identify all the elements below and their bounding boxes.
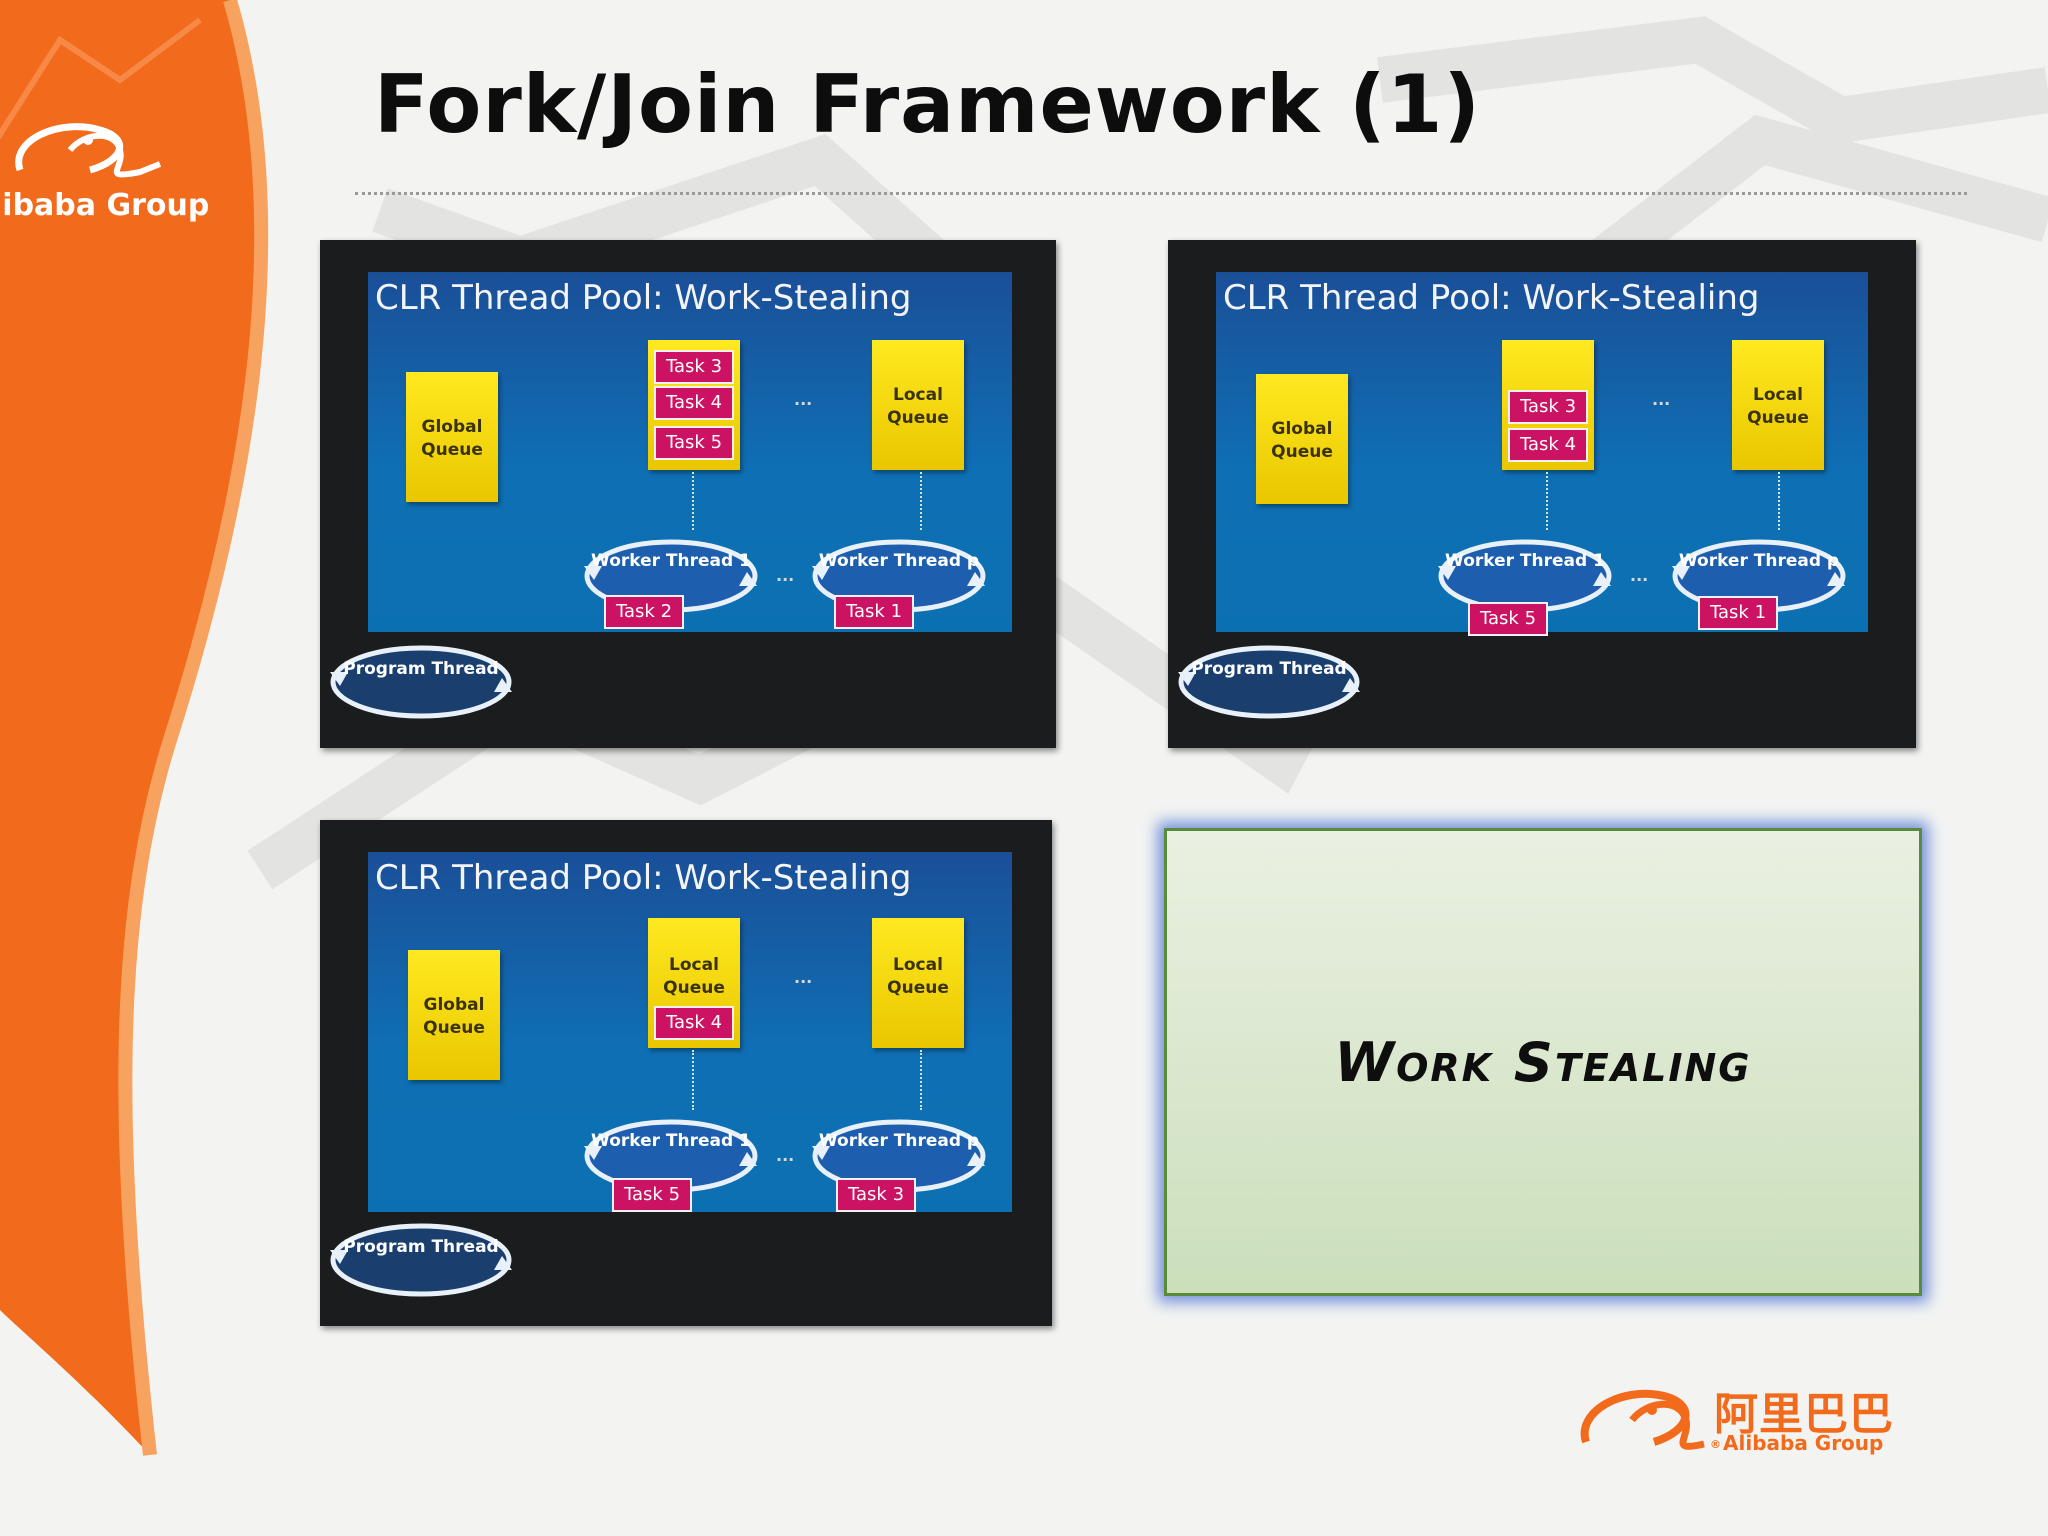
connector xyxy=(920,1050,922,1110)
brand-name: libaba Group xyxy=(0,188,210,223)
global-queue: Global Queue xyxy=(1256,374,1348,504)
connector xyxy=(692,1050,694,1110)
worker-label: Worker Thread p xyxy=(818,551,980,571)
worker-task: Task 2 xyxy=(604,595,685,629)
program-thread-label: Program Thread xyxy=(343,659,499,679)
ellipsis: ... xyxy=(1630,566,1649,585)
connector xyxy=(1546,472,1548,530)
cycle-arrow-icon xyxy=(330,1223,512,1297)
diagram-panel-3: CLR Thread Pool: Work-Stealing Global Qu… xyxy=(320,820,1052,1326)
cycle-arrow-icon xyxy=(1672,539,1846,613)
logo-english-text: ®Alibaba Group xyxy=(1710,1431,1883,1455)
worker-label: Worker Thread p xyxy=(818,1131,980,1151)
global-queue: Global Queue xyxy=(408,950,500,1080)
alibaba-logo-bottom: 阿里巴巴 ®Alibaba Group xyxy=(1572,1378,1898,1462)
program-thread: Program Thread xyxy=(326,1220,516,1300)
worker-task: Task 5 xyxy=(1468,602,1549,636)
local-queue-label: Local Queue xyxy=(887,385,949,428)
worker-thread-p: Worker Thread p xyxy=(810,1116,988,1196)
local-queue-2: Local Queue xyxy=(872,340,964,470)
worker-label: Worker Thread p xyxy=(1678,551,1840,571)
title-divider xyxy=(355,192,1967,195)
worker-thread-1: Worker Thread 1 xyxy=(582,536,760,616)
worker-task: Task 1 xyxy=(834,595,915,629)
ellipsis: ... xyxy=(794,968,813,987)
queue-task: Task 5 xyxy=(654,426,735,460)
ellipsis: ... xyxy=(776,1146,795,1165)
ellipsis: ... xyxy=(1652,390,1671,409)
connector xyxy=(692,472,694,530)
logo-chinese-text: 阿里巴巴 xyxy=(1714,1389,1894,1440)
program-thread: Program Thread xyxy=(326,642,516,722)
alibaba-smile-icon xyxy=(1580,1389,1705,1450)
worker-thread-p: Worker Thread p xyxy=(1670,536,1848,616)
logo-english-label: Alibaba Group xyxy=(1723,1431,1884,1455)
global-queue-label: Global Queue xyxy=(421,417,483,460)
local-queue-label: Local Queue xyxy=(663,955,725,998)
worker-label: Worker Thread 1 xyxy=(1445,551,1605,571)
queue-task: Task 4 xyxy=(654,386,735,420)
worker-thread-1: Worker Thread 1 xyxy=(1436,536,1614,616)
connector xyxy=(1778,472,1780,530)
panel-title: CLR Thread Pool: Work-Stealing xyxy=(375,858,912,898)
registered-mark: ® xyxy=(1710,1438,1721,1451)
queue-task: Task 4 xyxy=(654,1006,735,1040)
panel-title: CLR Thread Pool: Work-Stealing xyxy=(1223,278,1760,318)
program-thread: Program Thread xyxy=(1174,642,1364,722)
worker-task: Task 5 xyxy=(612,1178,693,1212)
diagram-panel-2: CLR Thread Pool: Work-Stealing Global Qu… xyxy=(1168,240,1916,748)
slide-title: Fork/Join Framework (1) xyxy=(374,58,1481,151)
ellipsis: ... xyxy=(794,390,813,409)
ellipsis: ... xyxy=(776,566,795,585)
queue-task: Task 3 xyxy=(654,350,735,384)
global-queue: Global Queue xyxy=(406,372,498,502)
local-queue-label: Local Queue xyxy=(1747,385,1809,428)
diagram-panel-1: CLR Thread Pool: Work-Stealing Global Qu… xyxy=(320,240,1056,748)
cycle-arrow-icon xyxy=(330,645,512,719)
connector xyxy=(920,472,922,530)
worker-task: Task 1 xyxy=(1698,596,1779,630)
work-stealing-callout: Work Stealing xyxy=(1164,828,1922,1296)
brand-logo-top: libaba Group xyxy=(0,110,230,230)
queue-task: Task 3 xyxy=(1508,390,1589,424)
global-queue-label: Global Queue xyxy=(423,995,485,1038)
local-queue-2: Local Queue xyxy=(1732,340,1824,470)
cycle-arrow-icon xyxy=(1178,645,1360,719)
global-queue-label: Global Queue xyxy=(1271,419,1333,462)
worker-task: Task 3 xyxy=(836,1178,917,1212)
local-queue-label: Local Queue xyxy=(887,955,949,998)
worker-label: Worker Thread 1 xyxy=(591,551,751,571)
worker-label: Worker Thread 1 xyxy=(591,1131,751,1151)
local-queue-2: Local Queue xyxy=(872,918,964,1048)
alibaba-smile-icon xyxy=(15,123,162,178)
callout-text: Work Stealing xyxy=(1334,1031,1752,1094)
program-thread-label: Program Thread xyxy=(1191,659,1347,679)
cycle-arrow-icon xyxy=(1438,539,1612,613)
program-thread-label: Program Thread xyxy=(343,1237,499,1257)
panel-title: CLR Thread Pool: Work-Stealing xyxy=(375,278,912,318)
queue-task: Task 4 xyxy=(1508,428,1589,462)
